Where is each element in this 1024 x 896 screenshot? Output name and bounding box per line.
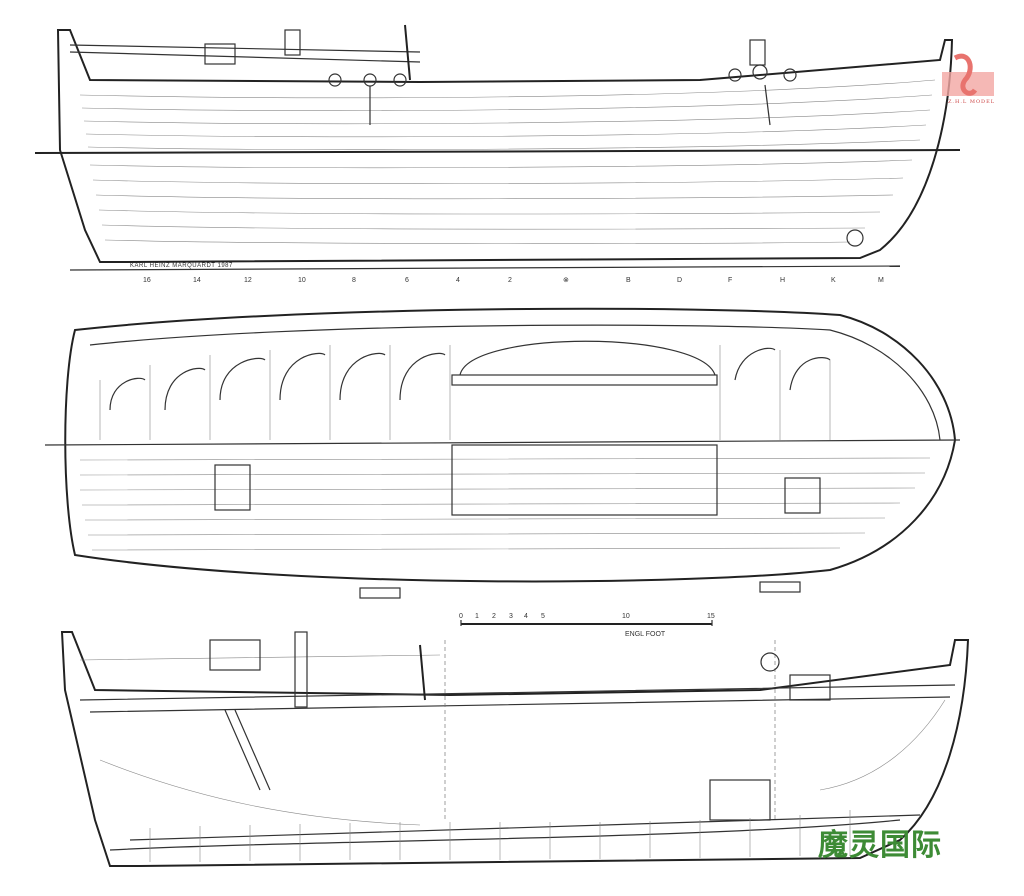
inboard-floor-timbers [149,810,851,862]
scale-unit: ENGL FOOT [625,631,666,638]
station-label: H [780,277,785,284]
keelson [109,819,901,851]
baseline [69,265,901,271]
signature: KARL HEINZ MARQUARDT 1987 [130,263,233,269]
scale-bar: 0 1 2 3 4 5 10 15 ENGL FOOT [459,613,715,638]
scale-tick-label: 10 [622,613,630,620]
station-label: K [831,277,836,284]
station-label: 12 [244,277,252,284]
waterline [34,149,961,154]
logo-watermark-text: Z.H.L MODEL [948,99,996,105]
centerline [44,439,961,446]
station-label: B [626,277,631,284]
scale-tick-label: 15 [707,613,715,620]
deck-plan-view [44,307,961,599]
station-label: 8 [352,277,356,284]
station-label: 2 [508,277,512,284]
hatch-fore [784,477,821,514]
hull-profile-view: KARL HEINZ MARQUARDT 1987 16 14 12 10 8 … [34,24,961,284]
station-label: D [677,277,682,284]
deck-plan-planking [79,457,931,551]
inboard-hull-outline [60,631,970,867]
inboard-fittings [209,631,831,821]
station-label: ⊗ [563,277,569,284]
hatch [451,444,718,516]
deck-fittings [204,24,864,247]
scale-tick-label: 0 [459,613,463,620]
profile-hull-outline [56,29,954,263]
zhl-model-logo [942,53,994,96]
scale-tick-label: 1 [475,613,479,620]
deck-plan-frames [99,340,831,440]
station-labels: 16 14 12 10 8 6 4 2 ⊗ B D F H K M [143,277,884,284]
profile-planking [79,79,936,244]
hatch-small [214,464,251,511]
deck-plan-outline [64,307,957,583]
rail-line [69,44,421,63]
scale-tick-label: 5 [541,613,545,620]
station-label: M [878,277,884,284]
inboard-profile-view [60,631,970,867]
deck-beam-line [79,684,956,713]
scale-tick-label: 3 [509,613,513,620]
chinese-watermark: 魔灵国际 [818,828,942,863]
scale-tick-label: 2 [492,613,496,620]
station-label: F [728,277,732,284]
station-label: 10 [298,277,306,284]
station-label: 14 [193,277,201,284]
station-label: 16 [143,277,151,284]
station-label: 6 [405,277,409,284]
station-label: 4 [456,277,460,284]
scale-tick-label: 4 [524,613,528,620]
